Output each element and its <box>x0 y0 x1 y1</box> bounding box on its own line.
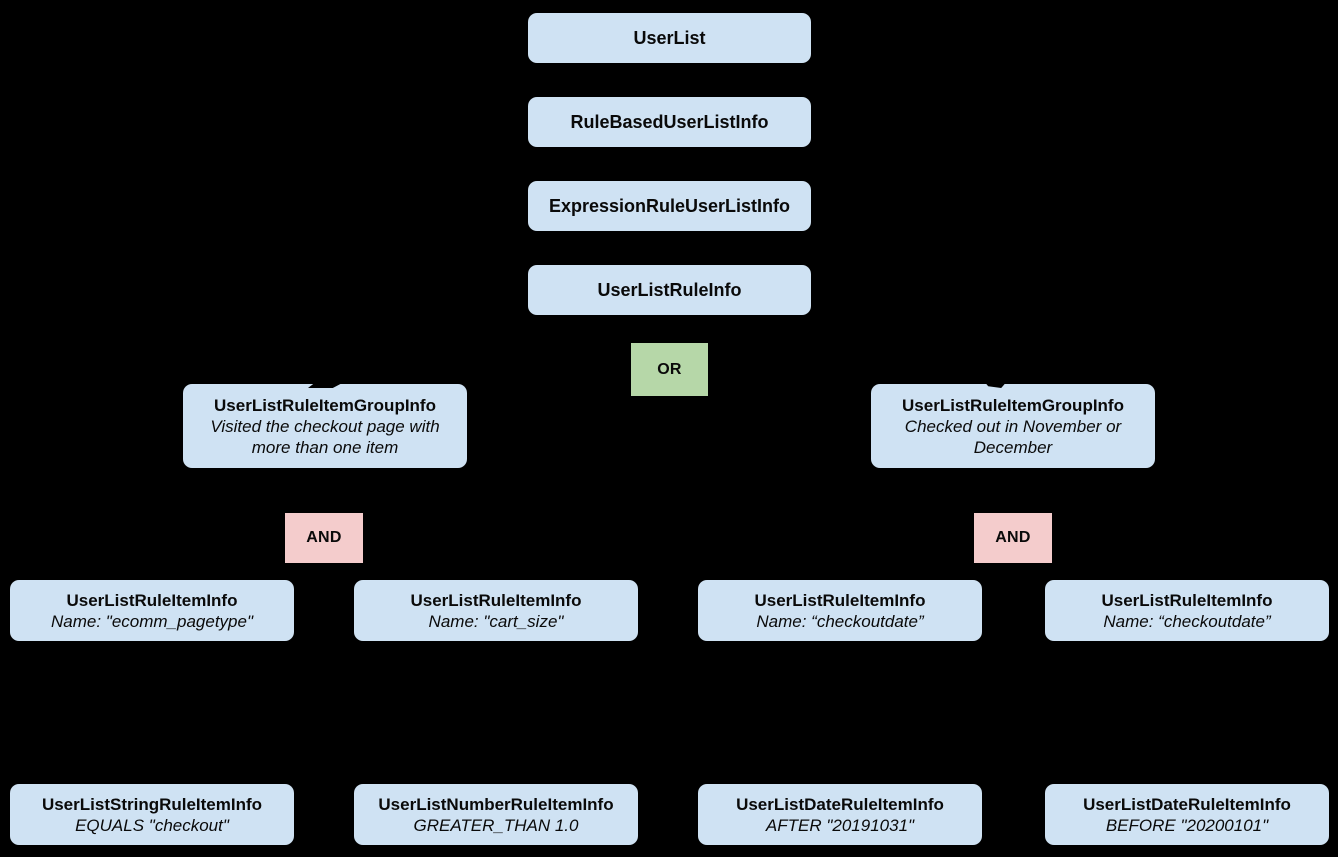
leaf-subtitle: EQUALS "checkout" <box>75 815 229 835</box>
arrowhead-icon <box>983 379 1009 388</box>
node-userlist: UserList <box>528 13 811 63</box>
leaf-title: UserListDateRuleItemInfo <box>736 794 944 814</box>
group-right-checked-out: UserListRuleItemGroupInfo Checked out in… <box>871 384 1155 468</box>
and-operator-right-label: AND <box>995 529 1031 546</box>
rule-item-cart-size: UserListRuleItemInfo Name: "cart_size" <box>354 580 638 641</box>
rule-item-subtitle: Name: “checkoutdate” <box>1103 611 1271 631</box>
leaf-string-rule-item: UserListStringRuleItemInfo EQUALS "check… <box>10 784 294 845</box>
rule-item-subtitle: Name: "cart_size" <box>428 611 564 631</box>
node-rulebaseduserlistinfo: RuleBasedUserListInfo <box>528 97 811 147</box>
leaf-date-rule-item-before: UserListDateRuleItemInfo BEFORE "2020010… <box>1045 784 1329 845</box>
rule-item-checkoutdate-2: UserListRuleItemInfo Name: “checkoutdate… <box>1045 580 1329 641</box>
rule-item-ecomm-pagetype: UserListRuleItemInfo Name: "ecomm_pagety… <box>10 580 294 641</box>
group-right-subtitle: Checked out in November or December <box>904 416 1122 457</box>
or-operator-box: OR <box>631 343 708 396</box>
node-expressionruleuserlistinfo: ExpressionRuleUserListInfo <box>528 181 811 231</box>
leaf-subtitle: AFTER "20191031" <box>765 815 915 835</box>
leaf-title: UserListNumberRuleItemInfo <box>378 794 614 814</box>
or-operator-label: OR <box>657 360 682 378</box>
leaf-number-rule-item: UserListNumberRuleItemInfo GREATER_THAN … <box>354 784 638 845</box>
leaf-subtitle: BEFORE "20200101" <box>1105 815 1269 835</box>
and-operator-right-box: AND <box>974 513 1052 563</box>
group-right-title: UserListRuleItemGroupInfo <box>902 395 1124 415</box>
rule-item-title: UserListRuleItemInfo <box>66 590 238 610</box>
node-userlistruleinfo: UserListRuleInfo <box>528 265 811 315</box>
rule-item-title: UserListRuleItemInfo <box>410 590 582 610</box>
leaf-subtitle: GREATER_THAN 1.0 <box>413 815 579 835</box>
node-userlistruleinfo-label: UserListRuleInfo <box>597 280 742 300</box>
and-operator-left-label: AND <box>306 529 342 546</box>
rule-item-title: UserListRuleItemInfo <box>1101 590 1273 610</box>
rule-item-subtitle: Name: “checkoutdate” <box>756 611 924 631</box>
rule-item-title: UserListRuleItemInfo <box>754 590 926 610</box>
group-left-subtitle: Visited the checkout page with more than… <box>210 416 440 457</box>
rule-item-checkoutdate-1: UserListRuleItemInfo Name: “checkoutdate… <box>698 580 982 641</box>
leaf-title: UserListDateRuleItemInfo <box>1083 794 1291 814</box>
node-rulebaseduserlistinfo-label: RuleBasedUserListInfo <box>570 112 769 132</box>
group-left-title: UserListRuleItemGroupInfo <box>214 395 436 415</box>
leaf-date-rule-item-after: UserListDateRuleItemInfo AFTER "20191031… <box>698 784 982 845</box>
group-left-checkout-page: UserListRuleItemGroupInfo Visited the ch… <box>183 384 467 468</box>
rule-item-subtitle: Name: "ecomm_pagetype" <box>51 611 253 631</box>
node-expressionruleuserlistinfo-label: ExpressionRuleUserListInfo <box>548 196 791 216</box>
arrowhead-icon <box>308 380 348 388</box>
node-userlist-label: UserList <box>633 28 706 48</box>
and-operator-left-box: AND <box>285 513 363 563</box>
leaf-title: UserListStringRuleItemInfo <box>41 794 263 814</box>
